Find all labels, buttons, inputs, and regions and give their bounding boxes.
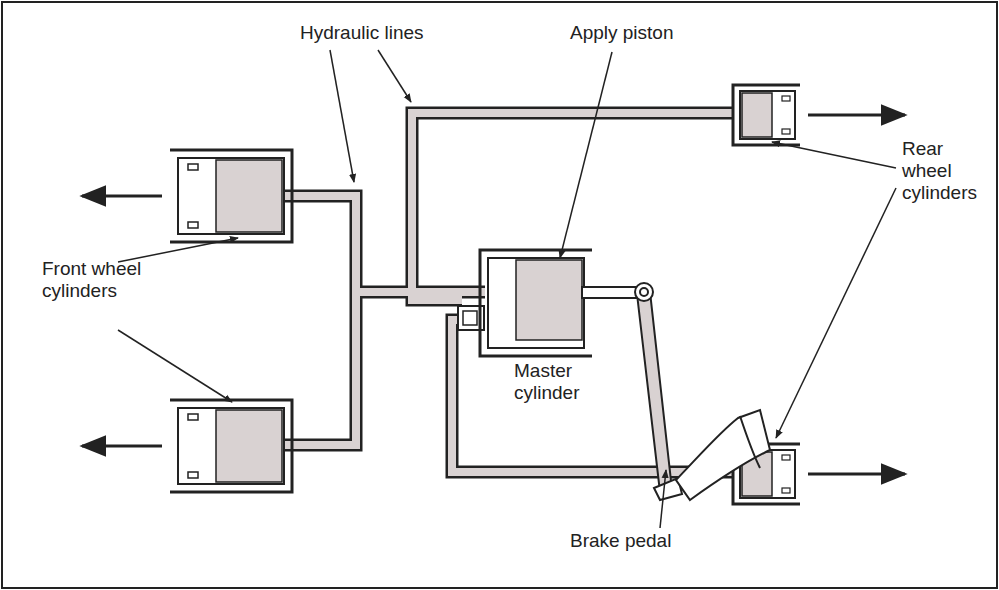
front-wheel-cylinder (170, 400, 292, 492)
rear-wheel-cylinder (733, 85, 800, 145)
leader-label: Front wheel cylinders (42, 258, 142, 302)
part-label: Master cylinder (514, 360, 604, 404)
leader-label: Hydraulic lines (300, 22, 424, 44)
hydraulic-lines (285, 113, 733, 472)
leader-lines (118, 50, 896, 528)
leader-label: Apply piston (570, 22, 674, 44)
brake-pedal (635, 283, 770, 500)
motion-arrows (82, 115, 905, 474)
master-cylinder (458, 250, 642, 356)
front-wheel-cylinder (170, 150, 292, 242)
leader-label: Brake pedal (570, 530, 671, 552)
leader-label: Rear wheel cylinders (902, 138, 994, 204)
